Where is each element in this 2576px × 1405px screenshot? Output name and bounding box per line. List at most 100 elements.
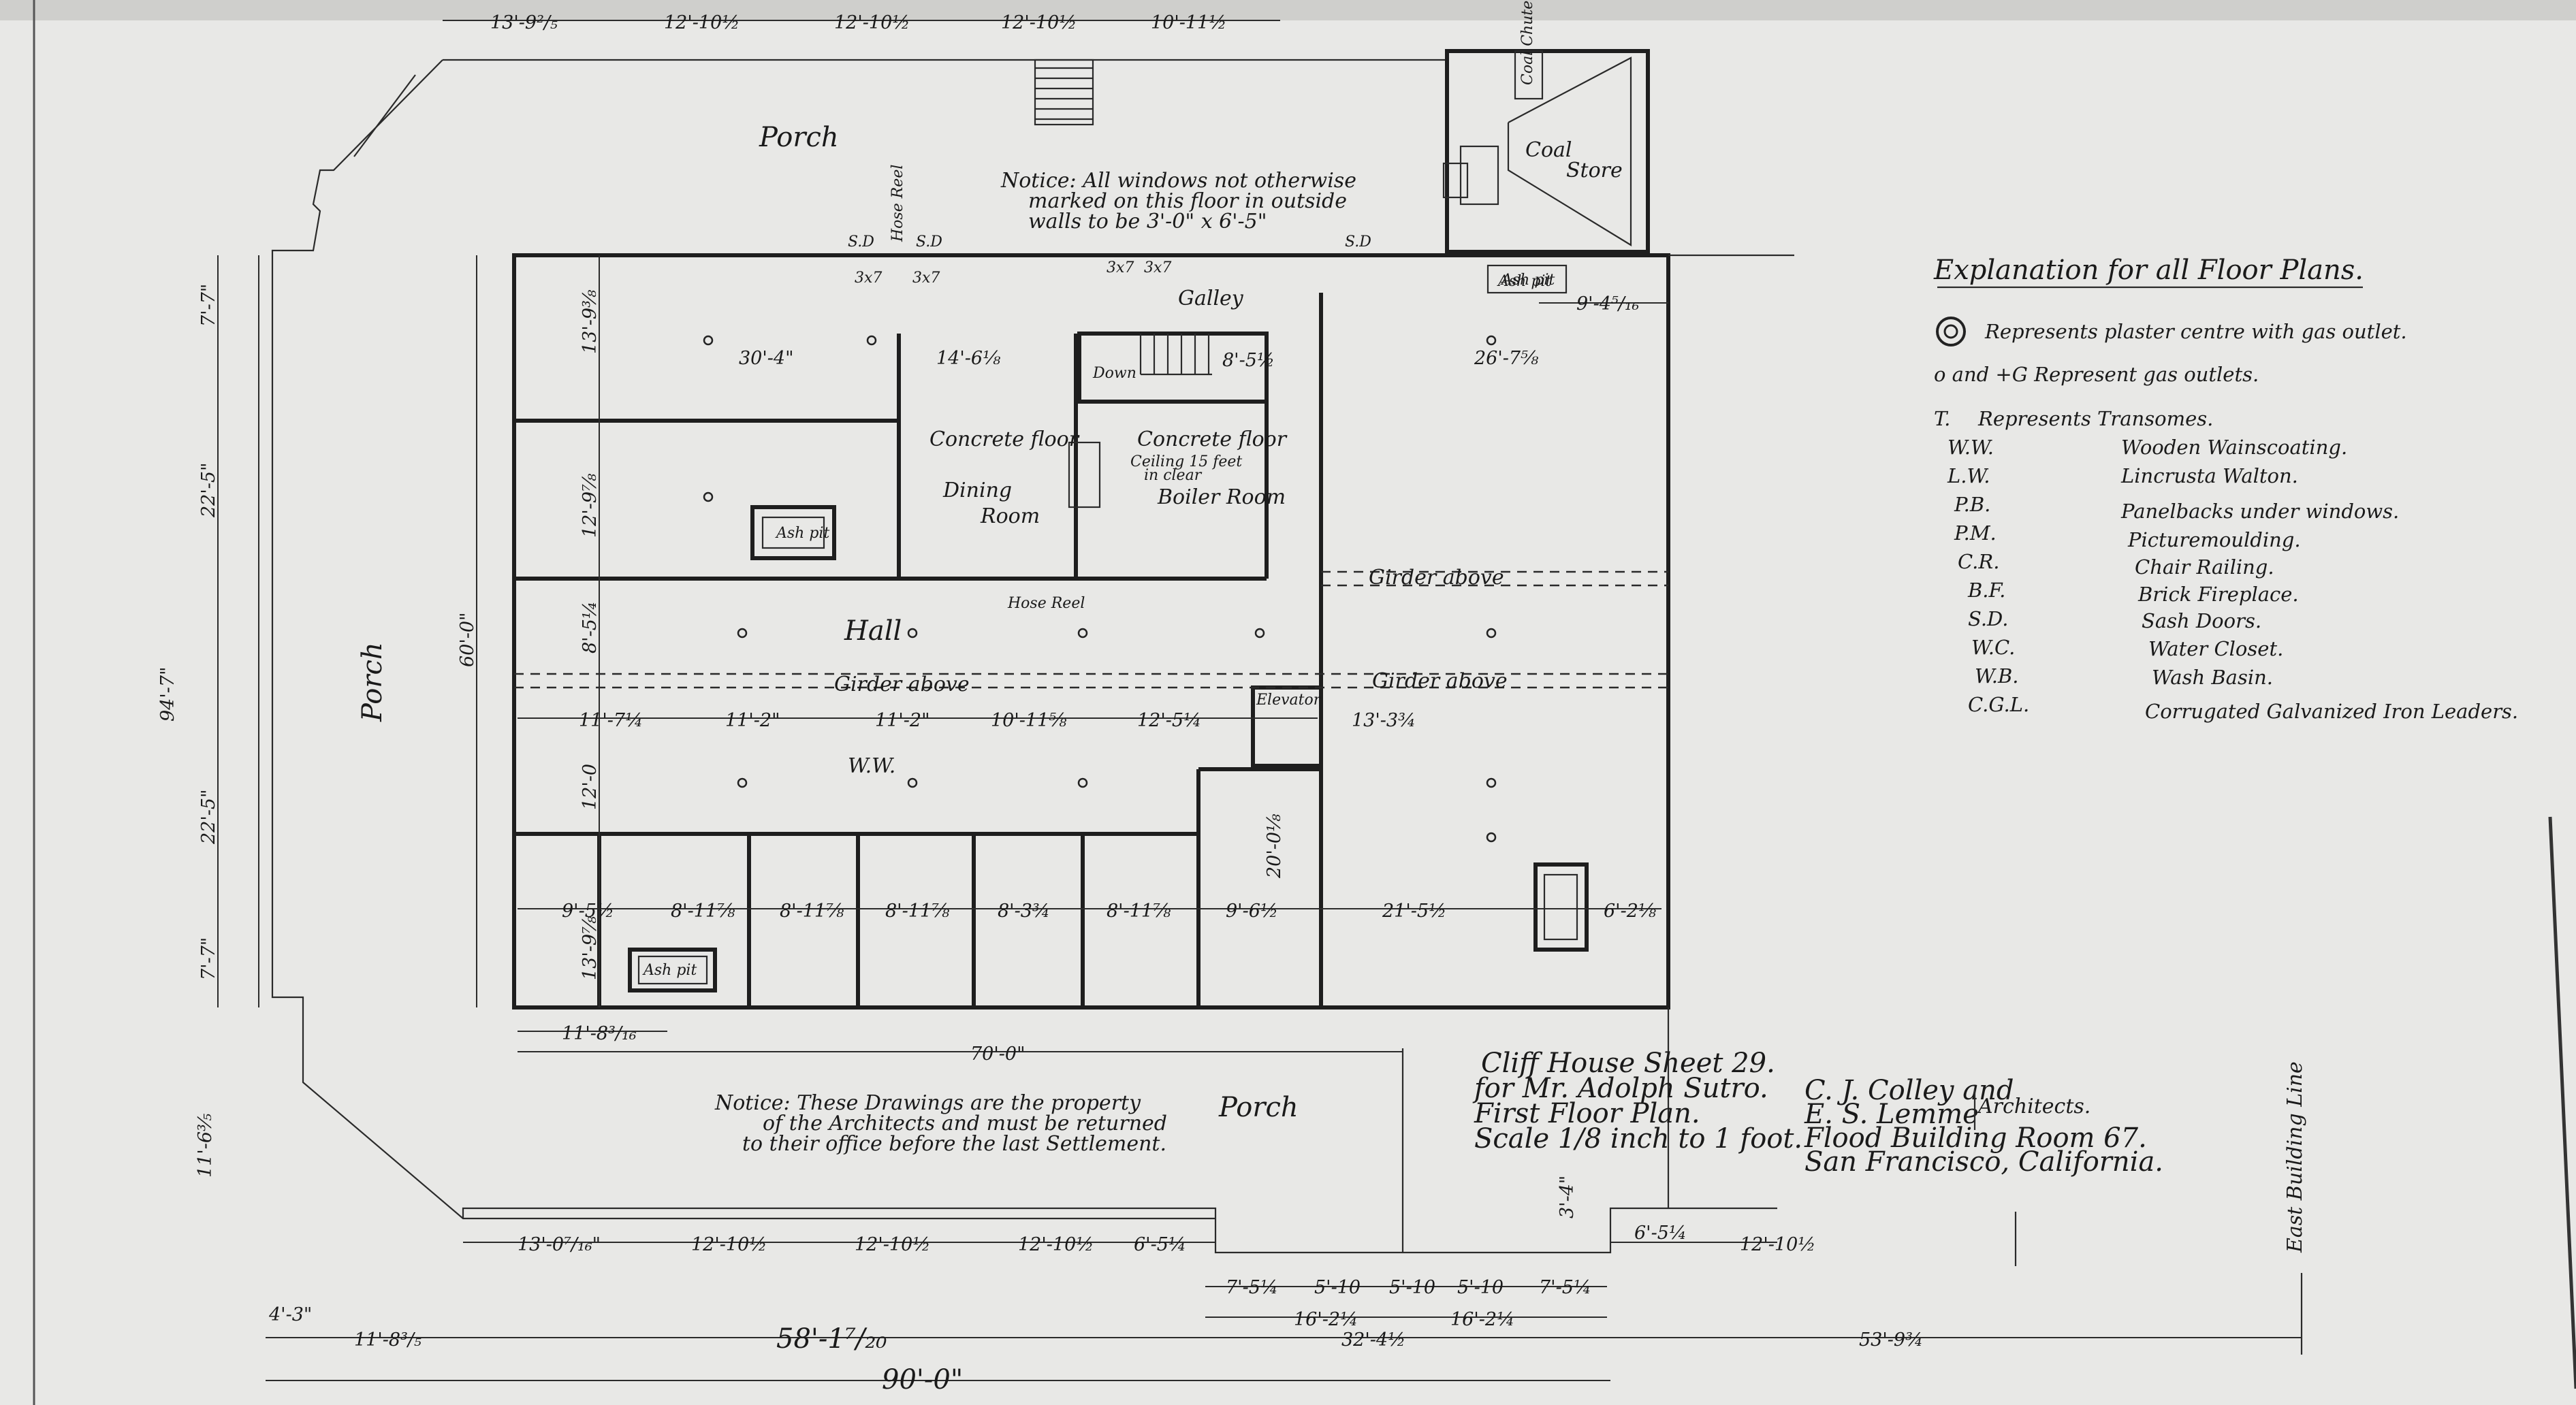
overall-dim-1: 11'-8³/₅ — [354, 1329, 422, 1351]
bottom-room-dim-6: 8'-11⅞ — [1107, 901, 1171, 922]
bottom-dim-2: 12'-10½ — [691, 1234, 767, 1255]
architects-block: C. J. Colley and E. S. Lemme Architects.… — [1804, 1075, 2163, 1178]
hall-dim-3: 11'-2" — [875, 710, 930, 731]
elevator-label: Elevator — [1256, 692, 1322, 709]
legend-abbr-6: C.R. — [1958, 550, 1999, 573]
vert-dim-inner-4: 12'-0 — [579, 764, 601, 810]
architects-line-1: C. J. Colley and — [1804, 1075, 2014, 1106]
legend-abbr-1: T. — [1934, 407, 1950, 430]
vert-dim-left-1: 7'-7" — [198, 284, 219, 327]
bottom-dim-5: 6'-5¼ — [1134, 1234, 1186, 1255]
notice-windows-line-2: marked on this floor in outside — [1028, 189, 1347, 213]
hall-dim-6: 13'-3¾ — [1352, 710, 1416, 731]
hall-dimension-row: 11'-7¼ 11'-2" 11'-2" 10'-11⅝ 12'-5¼ 13'-… — [518, 710, 1416, 731]
architects-line-5: San Francisco, California. — [1804, 1146, 2163, 1178]
vert-dim-inner-2: 12'-9⅞ — [579, 473, 601, 538]
bottom-room-dim-2: 8'-11⅞ — [671, 901, 735, 922]
title-block: Cliff House Sheet 29. for Mr. Adolph Sut… — [1472, 1048, 1802, 1154]
notice-windows-line-3: walls to be 3'-0" x 6'-5" — [1028, 210, 1267, 233]
legend-text-8: Sash Doors. — [2142, 609, 2261, 632]
legend-abbr-8: S.D. — [1968, 607, 2009, 630]
bottom-room-dim-3: 8'-11⅞ — [780, 901, 844, 922]
dining-room-2: Room — [980, 504, 1040, 528]
top-dimension-row: 13'-9²/₅ 12'-10½ 12'-10½ 12'-10½ 10'-11½ — [443, 12, 1280, 33]
bottom-dim-7: 12'-10½ — [1740, 1234, 1815, 1255]
architects-line-2: E. S. Lemme — [1804, 1099, 1979, 1130]
ceiling-note-1: Ceiling 15 feet — [1130, 453, 1242, 470]
overall-dim-2: 58'-1⁷/₂₀ — [776, 1323, 887, 1355]
overall-dim-5: 90'-0" — [882, 1364, 963, 1395]
top-dim-5: 10'-11½ — [1151, 12, 1226, 33]
legend-text-11: Corrugated Galvanized Iron Leaders. — [2145, 700, 2518, 723]
legend-text-3: Lincrusta Walton. — [2120, 464, 2298, 487]
top-dim-3: 12'-10½ — [834, 12, 910, 33]
coal-store: Coal Chute Coal Store Ash pit — [1442, 1, 1650, 294]
sd-label-1: S.D — [848, 233, 874, 251]
legend-text-7: Brick Fireplace. — [2137, 583, 2299, 606]
dim-9-4: 9'-4⁵/₁₆ — [1576, 293, 1640, 314]
vert-dim-inner-6: 60'-0" — [457, 613, 478, 668]
plaster-centre-icon-inner — [1943, 324, 1958, 339]
hose-reel-top: Hose Reel — [889, 165, 906, 242]
legend-text-1: Represents Transomes. — [1977, 407, 2213, 430]
legend-text-4: Panelbacks under windows. — [2120, 500, 2399, 523]
legend-abbr-9: W.C. — [1971, 636, 2015, 659]
legend-abbr-3: L.W. — [1947, 464, 1990, 487]
vert-dim-left-6: 11'-6⅗ — [195, 1114, 216, 1178]
ceiling-note-2: in clear — [1144, 467, 1203, 484]
bottom-room-dim-8: 21'-5½ — [1382, 901, 1446, 922]
legend-text-5: Picturemoulding. — [2127, 528, 2301, 551]
legend-abbr-5: P.M. — [1954, 521, 1997, 545]
door-size-4: 3x7 — [1144, 259, 1171, 276]
vert-dim-inner-1: 13'-9⅜ — [579, 289, 601, 354]
hall-dim-4: 10'-11⅝ — [991, 710, 1067, 731]
sd-label-3: S.D — [1345, 233, 1371, 251]
top-dim-4: 12'-10½ — [1001, 12, 1077, 33]
title-line-2: for Mr. Adolph Sutro. — [1472, 1073, 1768, 1104]
paper-top-edge — [0, 0, 2576, 20]
girder-above-3: Girder above — [1369, 566, 1504, 590]
building-line-label: East Building Line — [2283, 1061, 2307, 1253]
girder-above-1: Girder above — [834, 673, 970, 696]
bottom-dimension-rows: 13'-0⁷/₁₆" 12'-10½ 12'-10½ 12'-10½ 6'-5¼… — [266, 1176, 2302, 1395]
galley-label: Galley — [1178, 287, 1244, 310]
vert-dim-left-4: 22'-5" — [198, 790, 219, 845]
bay-dim-6: 16'-2¼ — [1294, 1309, 1358, 1330]
title-line-4: Scale 1/8 inch to 1 foot. — [1474, 1123, 1802, 1154]
bay-dim-7: 16'-2¼ — [1450, 1309, 1514, 1330]
interior-stair — [1139, 334, 1212, 376]
room-dim-top-4: 26'-7⅝ — [1474, 348, 1539, 369]
title-line-3: First Floor Plan. — [1474, 1098, 1700, 1129]
bay-dim-1: 7'-5¼ — [1226, 1277, 1278, 1298]
room-dim-top-1: 30'-4" — [739, 348, 794, 369]
dining-room-1: Dining — [942, 479, 1012, 502]
top-dim-2: 12'-10½ — [664, 12, 740, 33]
notice-drawings-line-3: to their office before the last Settleme… — [742, 1132, 1166, 1156]
legend-gas: o and +G Represent gas outlets. — [1934, 363, 2259, 386]
architects-line-3: Architects. — [1976, 1095, 2090, 1118]
top-dim-1: 13'-9²/₅ — [490, 12, 558, 33]
vert-dim-inner-3: 8'-5¼ — [579, 601, 601, 653]
vert-dim-left-5: 7'-7" — [198, 937, 219, 980]
legend-abbr-7: B.F. — [1967, 579, 2005, 602]
concrete-floor-2: Concrete floor — [1137, 427, 1288, 451]
porch-bottom-label: Porch — [1218, 1092, 1299, 1123]
overall-dim-4: 53'-9¾ — [1859, 1329, 1923, 1351]
bottom-room-dimension-row: 9'-5½ 8'-11⅞ 8'-11⅞ 8'-11⅞ 8'-3¾ 8'-11⅞ … — [518, 901, 1661, 922]
hose-reel-mid: Hose Reel — [1007, 595, 1085, 612]
coal-store-label-1: Coal — [1525, 138, 1572, 162]
ash-pit-top: Ash pit — [1500, 272, 1555, 289]
overall-dim-6: 4'-3" — [268, 1304, 312, 1325]
porch-left-label: Porch — [357, 642, 388, 722]
door-size-2: 3x7 — [912, 270, 940, 287]
legend-rows: T. Represents Transomes. W.W. Wooden Wai… — [1934, 407, 2518, 723]
notice-drawings-line-1: Notice: These Drawings are the property — [714, 1091, 1141, 1115]
plaster-centre-icon — [1936, 317, 1966, 346]
coal-store-label-2: Store — [1566, 159, 1623, 182]
bottom-room-dim-9: 6'-2⅛ — [1604, 901, 1657, 922]
vert-dim-left-2: 22'-5" — [198, 463, 219, 519]
left-vertical-dims: 7'-7" 22'-5" 94'-7" 22'-5" 7'-7" 11'-6⅗ … — [157, 255, 601, 1178]
paper-fold-right — [2548, 816, 2576, 1389]
legend-text-9: Water Closet. — [2148, 637, 2283, 660]
